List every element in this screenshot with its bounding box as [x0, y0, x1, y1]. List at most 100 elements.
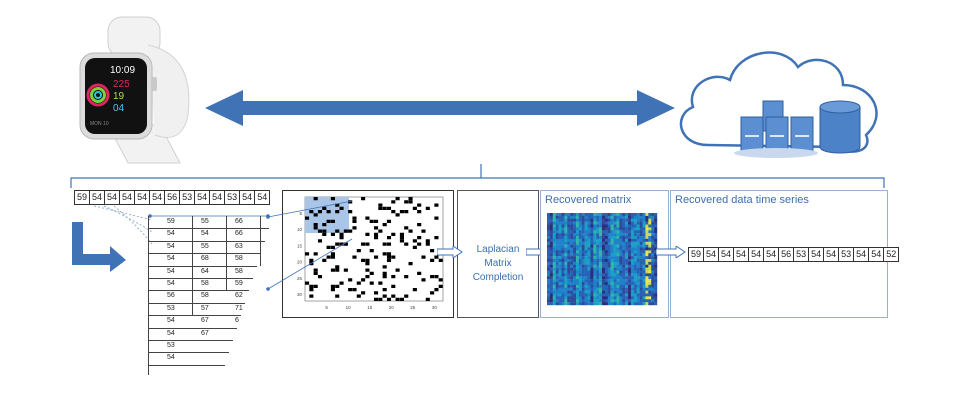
heatmap-cell	[587, 261, 591, 265]
observed-entry	[391, 200, 396, 204]
heatmap-cell	[630, 233, 635, 237]
heatmap-cell	[651, 284, 655, 288]
observed-entry	[361, 258, 366, 262]
heatmap-cell	[578, 241, 582, 245]
heatmap-cell	[622, 241, 626, 245]
heatmap-cell	[564, 279, 568, 283]
heatmap-cell	[616, 238, 620, 242]
heatmap-cell	[590, 282, 594, 286]
x-tick-label: 30	[432, 305, 438, 310]
output-series-cell: 54	[854, 248, 870, 261]
heatmap-cell	[636, 233, 640, 237]
heatmap-cell	[602, 290, 606, 294]
heatmap-cell	[578, 261, 582, 265]
heatmap-cell	[607, 267, 611, 271]
heatmap-cell	[590, 293, 594, 297]
heatmap-cell	[613, 227, 617, 231]
heatmap-cell	[654, 244, 658, 248]
heatmap-cell	[602, 213, 606, 217]
arrow-into-completion	[437, 246, 463, 258]
heatmap-cell	[552, 236, 556, 240]
heatmap-cell	[575, 224, 580, 228]
heatmap-cell	[639, 299, 643, 303]
heatmap-cell	[616, 241, 620, 245]
heatmap-cell	[573, 241, 577, 245]
heatmap-cell	[607, 264, 611, 268]
heatmap-cell	[639, 276, 643, 280]
observed-entry	[309, 210, 314, 214]
heatmap-cell	[547, 259, 551, 263]
heatmap-cell	[616, 302, 620, 306]
heatmap-cell	[648, 230, 652, 234]
heatmap-cell	[630, 253, 635, 257]
heatmap-cell	[602, 279, 606, 283]
heatmap-cell	[561, 290, 565, 294]
heatmap-cell	[645, 302, 649, 306]
heatmap-cell	[590, 247, 594, 251]
heatmap-cell	[584, 221, 588, 225]
heatmap-cell	[558, 233, 562, 237]
heatmap-cell	[573, 284, 577, 288]
heatmap-cell	[587, 270, 591, 274]
heatmap-cell	[633, 256, 637, 260]
heatmap-cell	[549, 227, 553, 231]
heatmap-cell	[642, 261, 646, 265]
heatmap-cell	[625, 227, 629, 231]
heatmap-cell	[604, 221, 608, 225]
heatmap-cell	[578, 290, 582, 294]
heatmap-cell	[590, 261, 594, 265]
heatmap-cell	[633, 218, 637, 222]
observed-entry	[326, 219, 331, 223]
heatmap-cell	[610, 290, 614, 294]
heatmap-cell	[552, 282, 556, 286]
heatmap-cell	[602, 227, 606, 231]
heatmap-cell	[547, 296, 551, 300]
heatmap-cell	[578, 276, 582, 280]
observed-entry	[391, 275, 396, 279]
input-series-cell: 53	[225, 191, 241, 204]
heatmap-cell	[564, 270, 568, 274]
heatmap-cell	[645, 224, 649, 228]
heatmap-cell	[613, 215, 617, 219]
heatmap-cell	[602, 253, 606, 257]
heatmap-cell	[590, 270, 594, 274]
heatmap-cell	[587, 267, 591, 271]
heatmap-cell	[648, 218, 652, 222]
heatmap-cell	[610, 261, 614, 265]
heatmap-cell	[549, 247, 553, 251]
heatmap-cell	[570, 264, 574, 268]
heatmap-cell	[616, 218, 620, 222]
heatmap-cell	[573, 215, 577, 219]
heatmap-cell	[602, 241, 606, 245]
heatmap-cell	[587, 287, 591, 291]
heatmap-cell	[561, 282, 565, 286]
heatmap-cell	[625, 259, 629, 263]
observed-entry	[365, 258, 370, 262]
heatmap-cell	[645, 296, 649, 300]
heatmap-cell	[610, 247, 614, 251]
recovered-series-title: Recovered data time series	[675, 194, 809, 206]
heatmap-cell	[584, 296, 588, 300]
observed-entry	[361, 291, 366, 295]
heatmap-cell	[648, 293, 652, 297]
heatmap-cell	[578, 296, 582, 300]
heatmap-cell	[590, 233, 594, 237]
observed-entry	[322, 258, 327, 262]
observed-entry	[339, 242, 344, 246]
heatmap-cell	[630, 276, 635, 280]
heatmap-cell	[558, 215, 562, 219]
heatmap-cell	[596, 213, 600, 217]
heatmap-cell	[564, 213, 568, 217]
heatmap-cell	[564, 282, 568, 286]
heatmap-cell	[564, 302, 568, 306]
observed-entry	[412, 288, 417, 292]
heatmap-cell	[616, 293, 620, 297]
heatmap-cell	[587, 244, 591, 248]
heatmap-cell	[604, 264, 608, 268]
observed-entry	[352, 288, 357, 292]
heatmap-cell	[619, 230, 623, 234]
heatmap-cell	[561, 264, 565, 268]
observed-entry	[330, 219, 335, 223]
heatmap-cell	[613, 282, 617, 286]
heatmap-cell	[645, 279, 649, 283]
